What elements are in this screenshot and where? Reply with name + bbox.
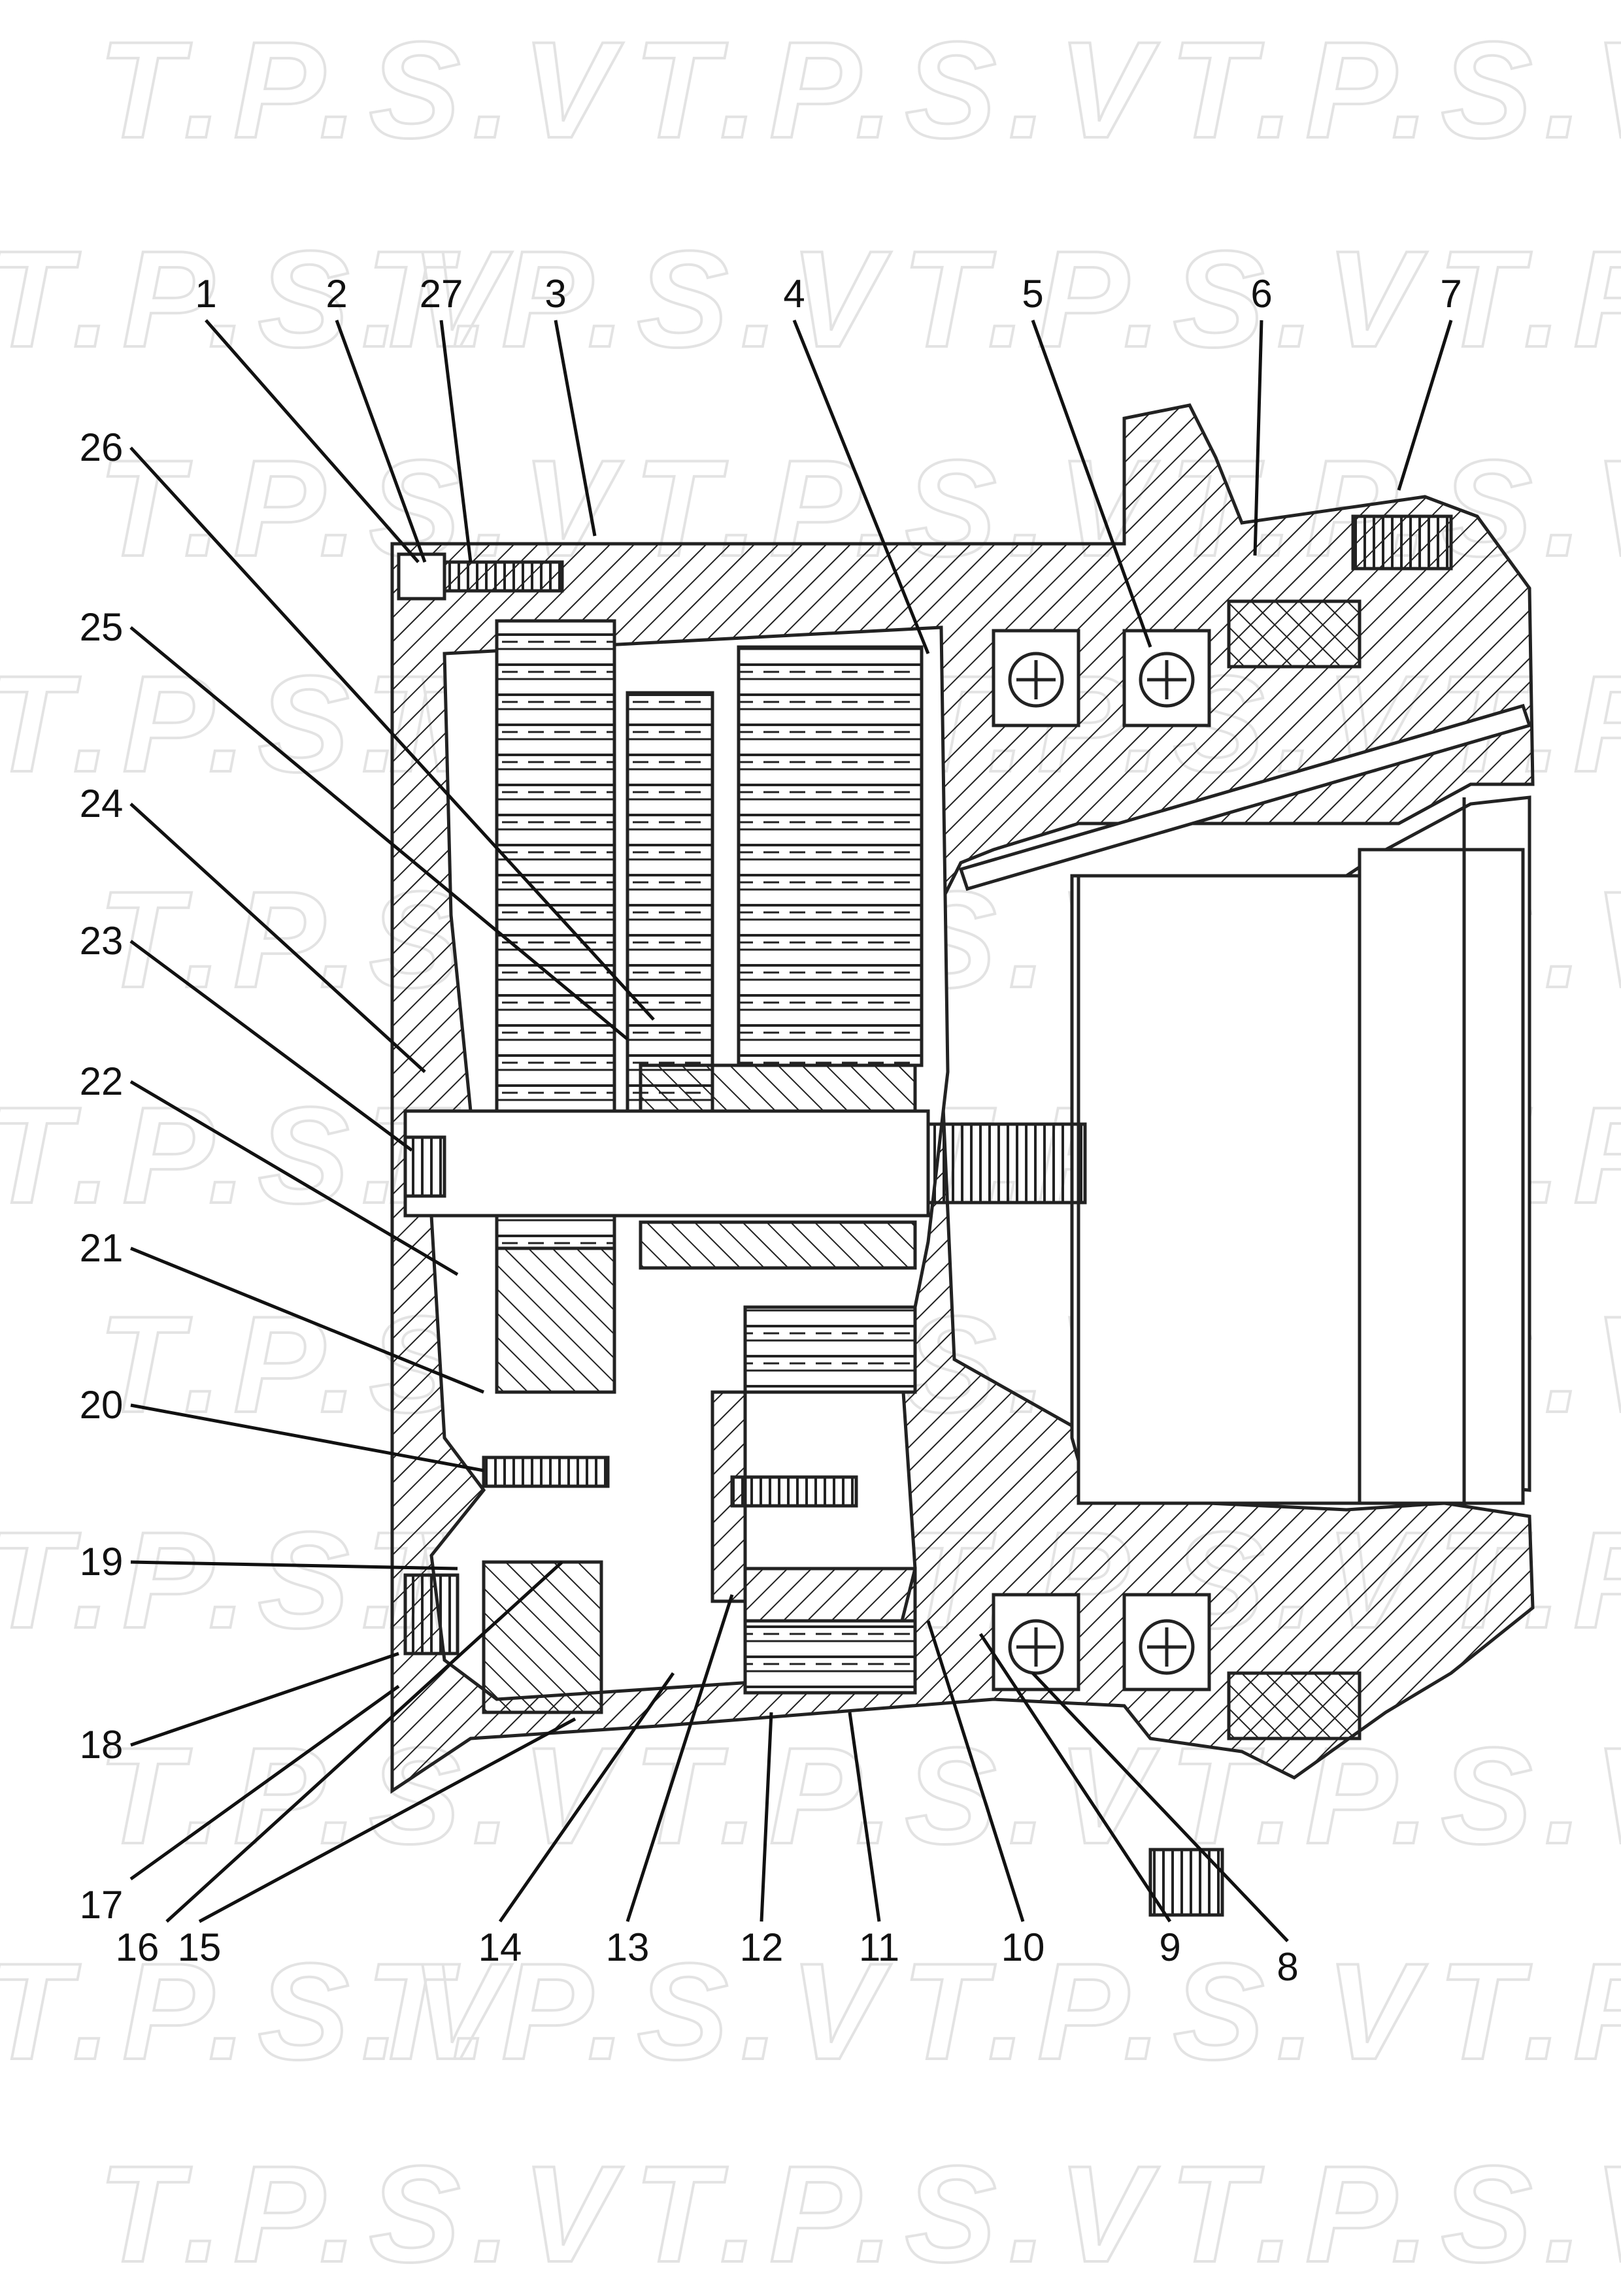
leader-line xyxy=(130,1560,458,1571)
leader-line xyxy=(498,1672,675,1923)
leader-line xyxy=(205,319,420,563)
callout-number: 17 xyxy=(80,1883,124,1927)
leader-line xyxy=(130,1403,484,1472)
callout-number: 26 xyxy=(80,425,124,469)
callout-number: 21 xyxy=(80,1226,124,1270)
leader-line xyxy=(1253,320,1263,556)
callout-number: 8 xyxy=(1277,1945,1298,1989)
callout-number: 13 xyxy=(606,1925,650,1969)
leader-line xyxy=(1031,1672,1289,1942)
callout-number: 14 xyxy=(478,1925,522,1969)
callout-number: 15 xyxy=(178,1925,222,1969)
callout-number: 4 xyxy=(783,272,805,316)
leader-line xyxy=(165,1561,563,1923)
watermark-text: T.P.S.V xyxy=(366,222,894,376)
leader-line xyxy=(130,1246,484,1394)
watermark-text: T.P.S.V xyxy=(98,2137,626,2291)
leader-line xyxy=(335,320,427,563)
leader-line xyxy=(198,1717,577,1923)
callout-number: 20 xyxy=(80,1383,124,1427)
watermark-text: T.P.S.V xyxy=(1438,1935,1621,2088)
callout-number: 1 xyxy=(195,272,216,316)
callout-number: 27 xyxy=(420,272,463,316)
oil-passage xyxy=(958,703,1532,891)
watermark-text: T.P.S.V xyxy=(902,1935,1429,2088)
callout-number: 9 xyxy=(1159,1925,1180,1969)
callout-number: 12 xyxy=(740,1925,784,1969)
leader-line xyxy=(626,1594,734,1922)
callout-number: 3 xyxy=(544,272,566,316)
watermark-text: T.P.S.V xyxy=(98,13,626,167)
callout-number: 18 xyxy=(80,1723,124,1767)
callout-number: 23 xyxy=(80,919,124,963)
leader-line xyxy=(129,626,629,1040)
leader-line xyxy=(129,446,655,1021)
leader-line xyxy=(129,1080,459,1276)
callout-number: 5 xyxy=(1022,272,1043,316)
callout-number: 25 xyxy=(80,605,124,649)
watermark-text: T.P.S.V xyxy=(366,1935,894,2088)
watermark-text: T.P.S.V xyxy=(1170,2137,1621,2291)
callout-number: 24 xyxy=(80,782,124,825)
leader-line xyxy=(1397,320,1453,491)
callout-number: 16 xyxy=(116,1925,159,1969)
callout-number: 7 xyxy=(1440,272,1462,316)
callout-number: 6 xyxy=(1250,272,1272,316)
leader-line xyxy=(554,320,597,537)
leader-line xyxy=(129,803,426,1073)
callout-number: 10 xyxy=(1001,1925,1045,1969)
leader-line xyxy=(1031,320,1152,648)
watermark-text: T.P.S.V xyxy=(1438,222,1621,376)
callout-number: 22 xyxy=(80,1059,124,1103)
callout-number: 19 xyxy=(80,1540,124,1584)
callout-number: 11 xyxy=(859,1925,899,1969)
callout-number: 2 xyxy=(326,272,347,316)
watermark-text: T.P.S.V xyxy=(634,1719,1161,1872)
input-shaft xyxy=(403,1063,1087,1270)
watermark-text: T.P.S.V xyxy=(1170,13,1621,167)
watermark-text: T.P.S.V xyxy=(0,1935,514,2088)
leader-line xyxy=(978,1633,1172,1923)
watermark-text: T.P.S.V xyxy=(0,222,514,376)
leader-line xyxy=(792,320,930,654)
leader-line xyxy=(129,939,413,1152)
leader-line xyxy=(439,320,473,563)
watermark-text: T.P.S.V xyxy=(902,222,1429,376)
leader-lines xyxy=(129,319,1453,1942)
leader-line xyxy=(926,1620,1025,1922)
leader-line xyxy=(129,1684,400,1881)
watermark-text: T.P.S.V xyxy=(634,2137,1161,2291)
leader-line xyxy=(130,1652,399,1747)
watermark-text: T.P.S.V xyxy=(634,13,1161,167)
leader-line xyxy=(848,1712,881,1922)
leader-line xyxy=(760,1712,773,1922)
bolts xyxy=(397,514,1453,1917)
watermark-text: T.P.S.V xyxy=(98,1719,626,1872)
